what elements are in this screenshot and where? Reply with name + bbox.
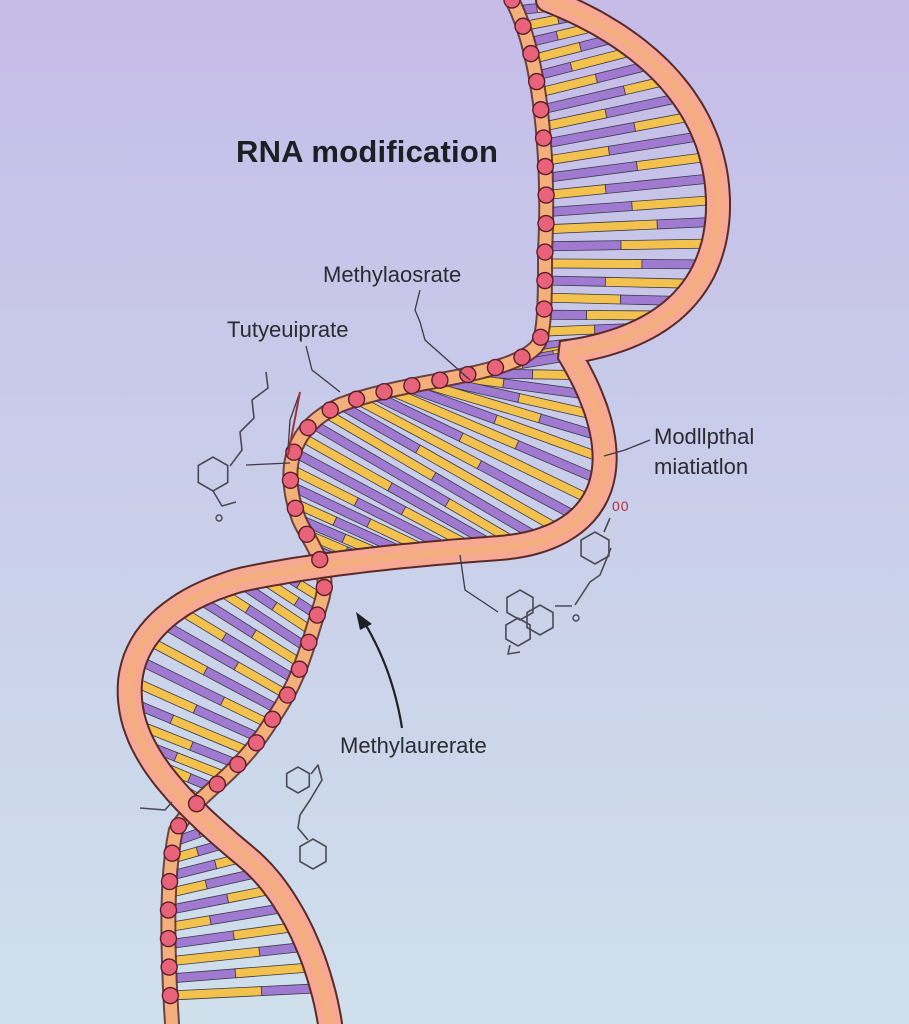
phosphate-bead <box>536 271 554 290</box>
base-pair-segment <box>168 946 261 967</box>
molecule-atom <box>572 614 580 622</box>
base-pair-segment <box>168 968 237 984</box>
phosphate-bead <box>321 401 339 419</box>
leader-line <box>414 289 471 381</box>
phosphate-bead <box>536 243 554 261</box>
molecule-bond <box>212 490 237 507</box>
label-methylaosrate: Methylaosrate <box>323 262 462 287</box>
phosphate-bead <box>208 775 227 793</box>
label-methylaurerate: Methylaurerate <box>340 733 487 758</box>
hexagon-ring-molecule <box>526 604 554 636</box>
arrow-icon <box>356 612 372 630</box>
base-pair-segment <box>167 930 235 950</box>
molecule-bond <box>139 801 173 811</box>
phosphate-bead <box>278 686 297 704</box>
label-small-mark: 00 <box>612 498 630 514</box>
leader-line <box>459 554 499 613</box>
base-pair-segment <box>604 172 717 194</box>
phosphate-bead <box>375 383 393 401</box>
base-pair-segment <box>544 161 639 183</box>
phosphate-bead <box>300 633 318 651</box>
tick-mark <box>287 391 301 456</box>
base-pair-segment <box>545 201 633 218</box>
phosphate-bead <box>159 901 178 919</box>
base-pair-segment <box>541 108 608 132</box>
phosphate-bead <box>486 358 505 377</box>
molecule-structures <box>139 371 612 870</box>
molecule-bond <box>229 371 269 467</box>
phosphate-bead <box>161 986 180 1005</box>
hexagon-ring-molecule <box>580 531 610 565</box>
hexagon-ring-molecule <box>197 456 229 492</box>
phosphate-bead <box>535 300 553 318</box>
leader-line-red <box>287 391 301 451</box>
phosphate-bead <box>229 755 247 774</box>
base-pair-segment <box>543 145 611 166</box>
phosphate-bead <box>290 660 309 678</box>
phosphate-bead <box>163 844 181 862</box>
base-pair-segment <box>544 258 643 269</box>
phosphate-bead <box>169 817 188 835</box>
diagram-title: RNA modification <box>236 134 499 169</box>
label-tutyeuiprate: Tutyeuiprate <box>227 317 349 342</box>
phosphate-bead <box>522 44 540 63</box>
phosphate-bead <box>160 872 179 891</box>
phosphate-bead <box>347 390 366 408</box>
phosphate-bead <box>537 186 555 204</box>
molecule-bond <box>507 644 521 655</box>
phosphate-bead <box>315 578 333 597</box>
phosphate-bead <box>159 929 178 948</box>
molecule-bond <box>299 764 323 816</box>
base-pair-segment <box>169 986 263 1001</box>
phosphate-bead <box>263 710 282 728</box>
hexagon-ring-molecule <box>505 617 531 647</box>
base-pair-segment <box>544 275 606 287</box>
phosphate-bead <box>247 734 266 752</box>
phosphate-bead <box>431 371 449 389</box>
phosphate-bead <box>308 606 326 624</box>
hexagon-ring-molecule <box>299 838 327 870</box>
molecule-atom <box>215 514 223 522</box>
phosphate-bead <box>187 795 206 813</box>
leader-line <box>245 462 291 466</box>
phosphate-bead <box>513 348 531 366</box>
label-modified-line-2: miatiatlon <box>654 454 749 479</box>
leader-line <box>603 439 651 457</box>
label-leader-lines <box>245 289 651 729</box>
phosphate-beads <box>159 0 555 1005</box>
phosphate-bead <box>459 365 477 384</box>
molecule-bond <box>603 517 611 533</box>
phosphate-bead <box>281 471 300 490</box>
phosphate-bead <box>531 328 550 346</box>
phosphate-bead <box>503 0 521 9</box>
phosphate-bead <box>298 525 316 543</box>
phosphate-bead <box>403 376 421 395</box>
phosphate-bead <box>311 550 329 569</box>
phosphate-bead <box>160 958 178 976</box>
leader-line <box>305 345 341 393</box>
phosphate-bead <box>536 157 555 176</box>
molecule-bond <box>297 814 309 841</box>
hexagon-ring-molecule <box>285 766 311 794</box>
hexagon-ring-molecule <box>506 589 534 621</box>
phosphate-bead <box>299 418 317 437</box>
base-pair-segment <box>545 184 607 200</box>
molecule-bond <box>574 547 612 606</box>
phosphate-bead <box>286 499 305 518</box>
base-pair-segment <box>544 240 622 252</box>
phosphate-bead <box>532 101 550 119</box>
label-modified-site: Modllpthal miatiatlon <box>654 422 754 482</box>
phosphate-bead <box>534 129 553 147</box>
phosphate-bead <box>514 17 532 35</box>
phosphate-bead <box>527 72 546 91</box>
base-pair-segment <box>544 292 622 305</box>
arrow-shaft <box>363 621 404 729</box>
phosphate-bead <box>537 214 555 233</box>
label-modified-line-1: Modllpthal <box>654 424 755 449</box>
base-pair-segment <box>545 219 658 235</box>
